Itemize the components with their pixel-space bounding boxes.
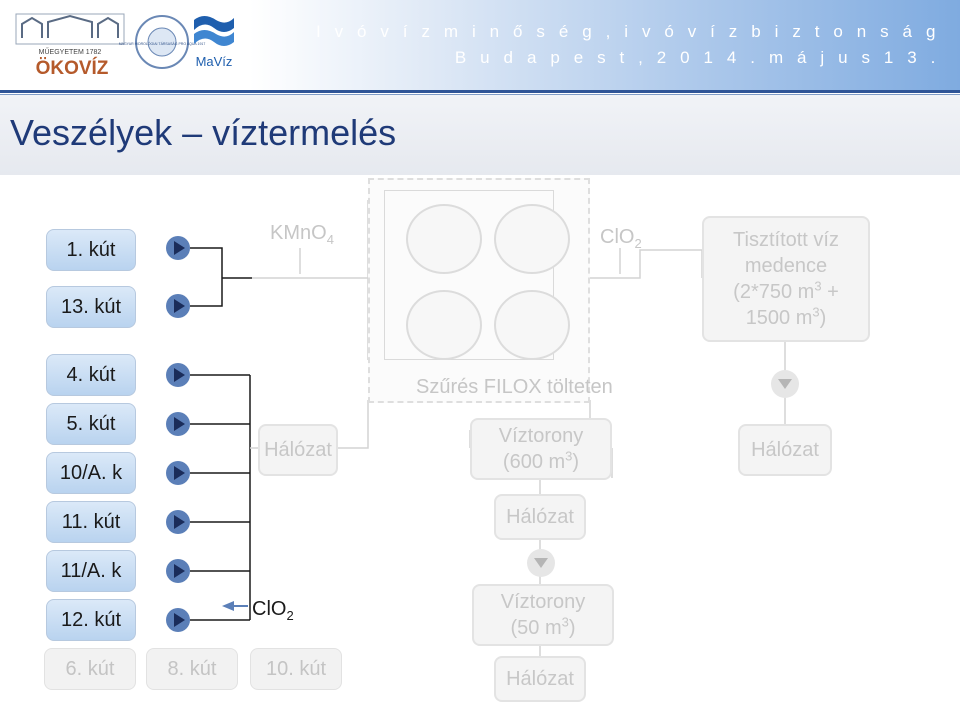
okoviz-logo-text: ÖKOVÍZ xyxy=(36,57,109,79)
well-label: 11/A. k xyxy=(60,560,122,582)
filter-vessel-3 xyxy=(406,290,482,360)
filter-vessel-4 xyxy=(494,290,570,360)
tower-volume: (50 m3) xyxy=(510,614,576,639)
filtration-label: Szűrés FILOX tölteten xyxy=(416,376,613,398)
well-6-inactive: 6. kút xyxy=(44,648,136,690)
maviz-logo: MaVíz xyxy=(194,16,234,69)
well-label: 10. kút xyxy=(265,658,327,680)
filter-vessel-2 xyxy=(494,204,570,274)
clo2-dosing-label-bottom: ClO2 xyxy=(252,598,294,623)
treated-water-basin: Tisztított víz medence (2*750 m3 + 1500 … xyxy=(702,216,870,342)
well-12: 12. kút xyxy=(46,599,136,641)
well-label: 8. kút xyxy=(167,658,217,680)
water-tower-600: Víztorony (600 m3) xyxy=(470,418,612,480)
filter-vessel-1 xyxy=(406,204,482,274)
basin-line-4: 1500 m3) xyxy=(745,304,827,329)
mht-logo-text: MAGYAR HIDROLÓGIAI TÁRSASÁG PRO AQUA 191… xyxy=(119,41,206,46)
pump-arrow-icon xyxy=(166,236,190,260)
basin-line-3: (2*750 m3 + xyxy=(733,278,839,303)
well-13: 13. kút xyxy=(46,286,136,328)
well-label: 12. kút xyxy=(60,609,122,631)
well-label: 13. kút xyxy=(60,296,122,318)
pump-arrow-icon xyxy=(166,412,190,436)
mht-logo: MAGYAR HIDROLÓGIAI TÁRSASÁG PRO AQUA 191… xyxy=(119,15,206,69)
tower-name: Víztorony xyxy=(500,591,586,613)
well-10a: 10/A. k xyxy=(46,452,136,494)
tower-name: Víztorony xyxy=(498,425,584,447)
well-label: 6. kút xyxy=(65,658,115,680)
well-11: 11. kút xyxy=(46,501,136,543)
network-mid: Hálózat xyxy=(494,494,586,540)
pump-arrow-icon xyxy=(166,608,190,632)
maviz-logo-text: MaVíz xyxy=(196,54,233,69)
filter-manifold xyxy=(384,190,554,360)
conference-title: I v ó v í z m i n ő s é g , i v ó v í z … xyxy=(315,22,940,41)
network-bottom: Hálózat xyxy=(494,656,586,702)
clo2-injection-arrow xyxy=(222,601,248,611)
well-label: 1. kút xyxy=(66,239,116,261)
title-band xyxy=(0,95,960,175)
pump-arrow-icon xyxy=(166,461,190,485)
well-label: 10/A. k xyxy=(59,462,123,484)
well-label: 4. kút xyxy=(66,364,116,386)
pump-arrow-icon xyxy=(166,510,190,534)
well-5: 5. kút xyxy=(46,403,136,445)
well-4: 4. kút xyxy=(46,354,136,396)
basin-line-1: Tisztított víz xyxy=(733,229,839,251)
muegyetem-logo: MŰEGYETEM 1782 ÖKOVÍZ xyxy=(15,13,125,79)
partner-logos: MŰEGYETEM 1782 ÖKOVÍZ MAGYAR HIDROLÓGIAI… xyxy=(15,13,234,79)
active-connectors xyxy=(190,247,252,621)
basin-line-2: medence xyxy=(744,255,828,277)
network-left: Hálózat xyxy=(258,424,338,476)
well-8-inactive: 8. kút xyxy=(146,648,238,690)
network-label: Hálózat xyxy=(506,668,574,690)
header-rule-thin xyxy=(0,94,960,95)
network-label: Hálózat xyxy=(506,506,574,528)
pump-arrow-icon xyxy=(166,294,190,318)
pump-arrow-icon xyxy=(166,559,190,583)
tower-volume: (600 m3) xyxy=(502,448,580,473)
water-tower-50: Víztorony (50 m3) xyxy=(472,584,614,646)
well-11a: 11/A. k xyxy=(46,550,136,592)
muegyetem-logo-text: MŰEGYETEM 1782 xyxy=(39,47,102,56)
network-label: Hálózat xyxy=(751,439,819,461)
well-1: 1. kút xyxy=(46,229,136,271)
well-label: 5. kút xyxy=(66,413,116,435)
network-right: Hálózat xyxy=(738,424,832,476)
conference-date: B u d a p e s t , 2 0 1 4 . m á j u s 1 … xyxy=(454,48,940,67)
pump-down-icon xyxy=(771,370,799,398)
kmno4-dosing-label: KMnO4 xyxy=(270,222,334,247)
well-label: 11. kút xyxy=(61,511,121,533)
well-10-inactive: 10. kút xyxy=(250,648,342,690)
header-rule xyxy=(0,90,960,93)
pump-arrow-icon xyxy=(166,363,190,387)
network-label: Hálózat xyxy=(264,439,332,461)
page-title: Veszélyek – víztermelés xyxy=(10,112,397,153)
pump-down-icon xyxy=(527,549,555,577)
clo2-dosing-label-top: ClO2 xyxy=(600,226,642,251)
